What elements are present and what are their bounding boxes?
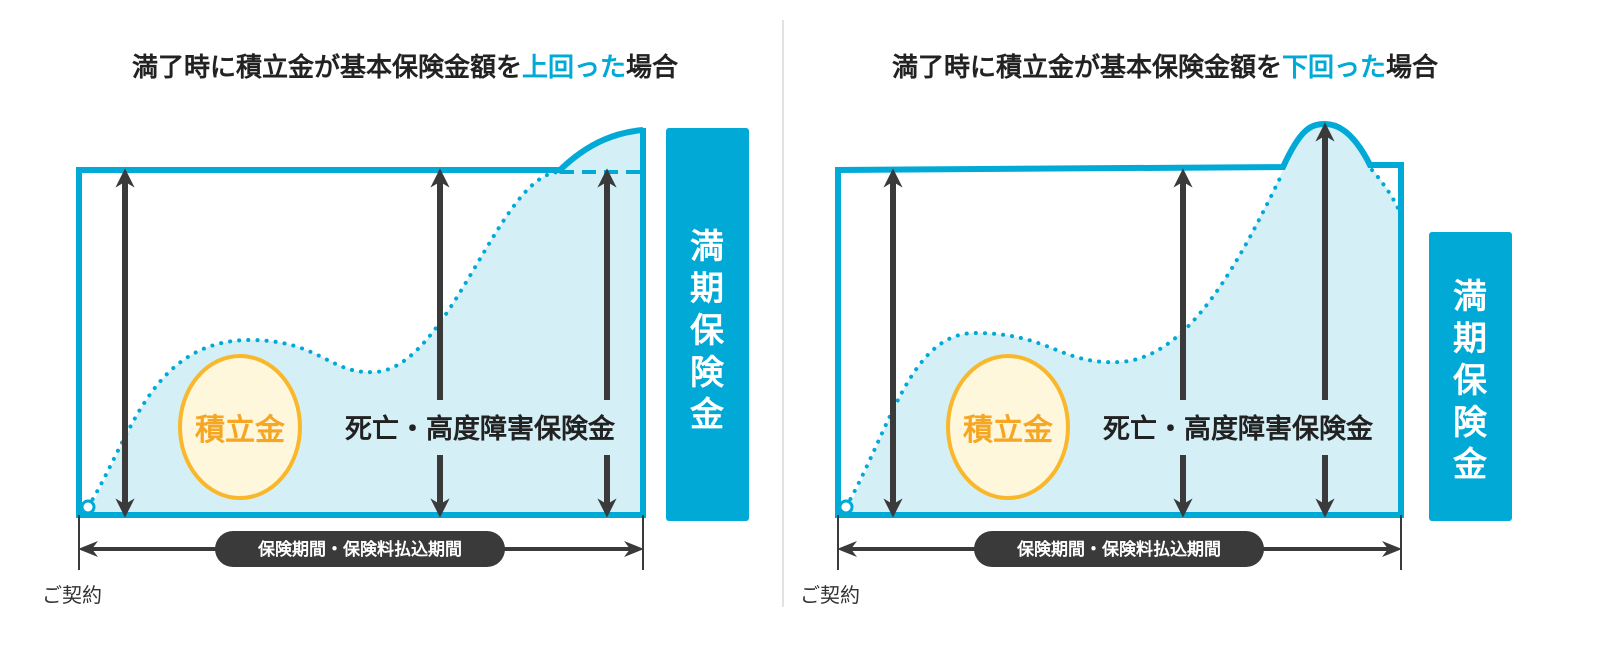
svg-text:険: 険: [1453, 403, 1488, 443]
fund-badge: [178, 354, 302, 500]
panel-title: 満了時に積立金が基本保険金額を下回った場合: [892, 52, 1439, 83]
maturity-curve: [555, 127, 644, 175]
svg-text:満: 満: [690, 227, 724, 267]
period-label: 保険期間・保険料払込期間: [257, 539, 462, 560]
svg-text:保: 保: [690, 311, 725, 351]
contract-start-label: ご契約: [42, 583, 102, 607]
svg-text:期: 期: [1453, 319, 1487, 359]
panel-below: 満了時に積立金が基本保険金額を下回った場合 積立金 死亡・高度障害保険金 満 期…: [800, 52, 1512, 607]
svg-text:金: 金: [689, 395, 725, 435]
panel-title: 満了時に積立金が基本保険金額を上回った場合: [132, 52, 679, 83]
fund-area: [838, 124, 1401, 515]
fund-area: [79, 130, 643, 515]
fund-label: 積立金: [963, 413, 1054, 448]
maturity-benefit-label: 満 期 保 険 金: [689, 227, 725, 435]
contract-start-label: ご契約: [800, 583, 860, 607]
fund-curve-dotted: [86, 170, 562, 509]
panel-above: 満了時に積立金が基本保険金額を上回った場合 積立金 死亡・高度障害保険金 満 期…: [42, 52, 749, 607]
svg-text:保: 保: [1453, 361, 1488, 401]
period-pill: [215, 531, 505, 567]
svg-text:険: 険: [690, 353, 725, 393]
svg-text:金: 金: [1452, 445, 1488, 485]
maturity-benefit-box: [666, 128, 749, 521]
svg-text:期: 期: [690, 269, 724, 309]
fund-curve-dotted: [1370, 168, 1403, 217]
maturity-benefit-label: 満 期 保 険 金: [1452, 277, 1488, 485]
period-label: 保険期間・保険料払込期間: [1016, 539, 1221, 560]
svg-text:満: 満: [1453, 277, 1487, 317]
start-point: [838, 499, 854, 515]
death-benefit-label: 死亡・高度障害保険金: [345, 413, 616, 445]
fund-badge: [946, 354, 1070, 500]
start-point: [80, 499, 96, 515]
maturity-benefit-box: [1429, 232, 1512, 521]
period-pill: [974, 531, 1264, 567]
fund-label: 積立金: [195, 413, 286, 448]
death-benefit-label: 死亡・高度障害保険金: [1103, 413, 1374, 445]
